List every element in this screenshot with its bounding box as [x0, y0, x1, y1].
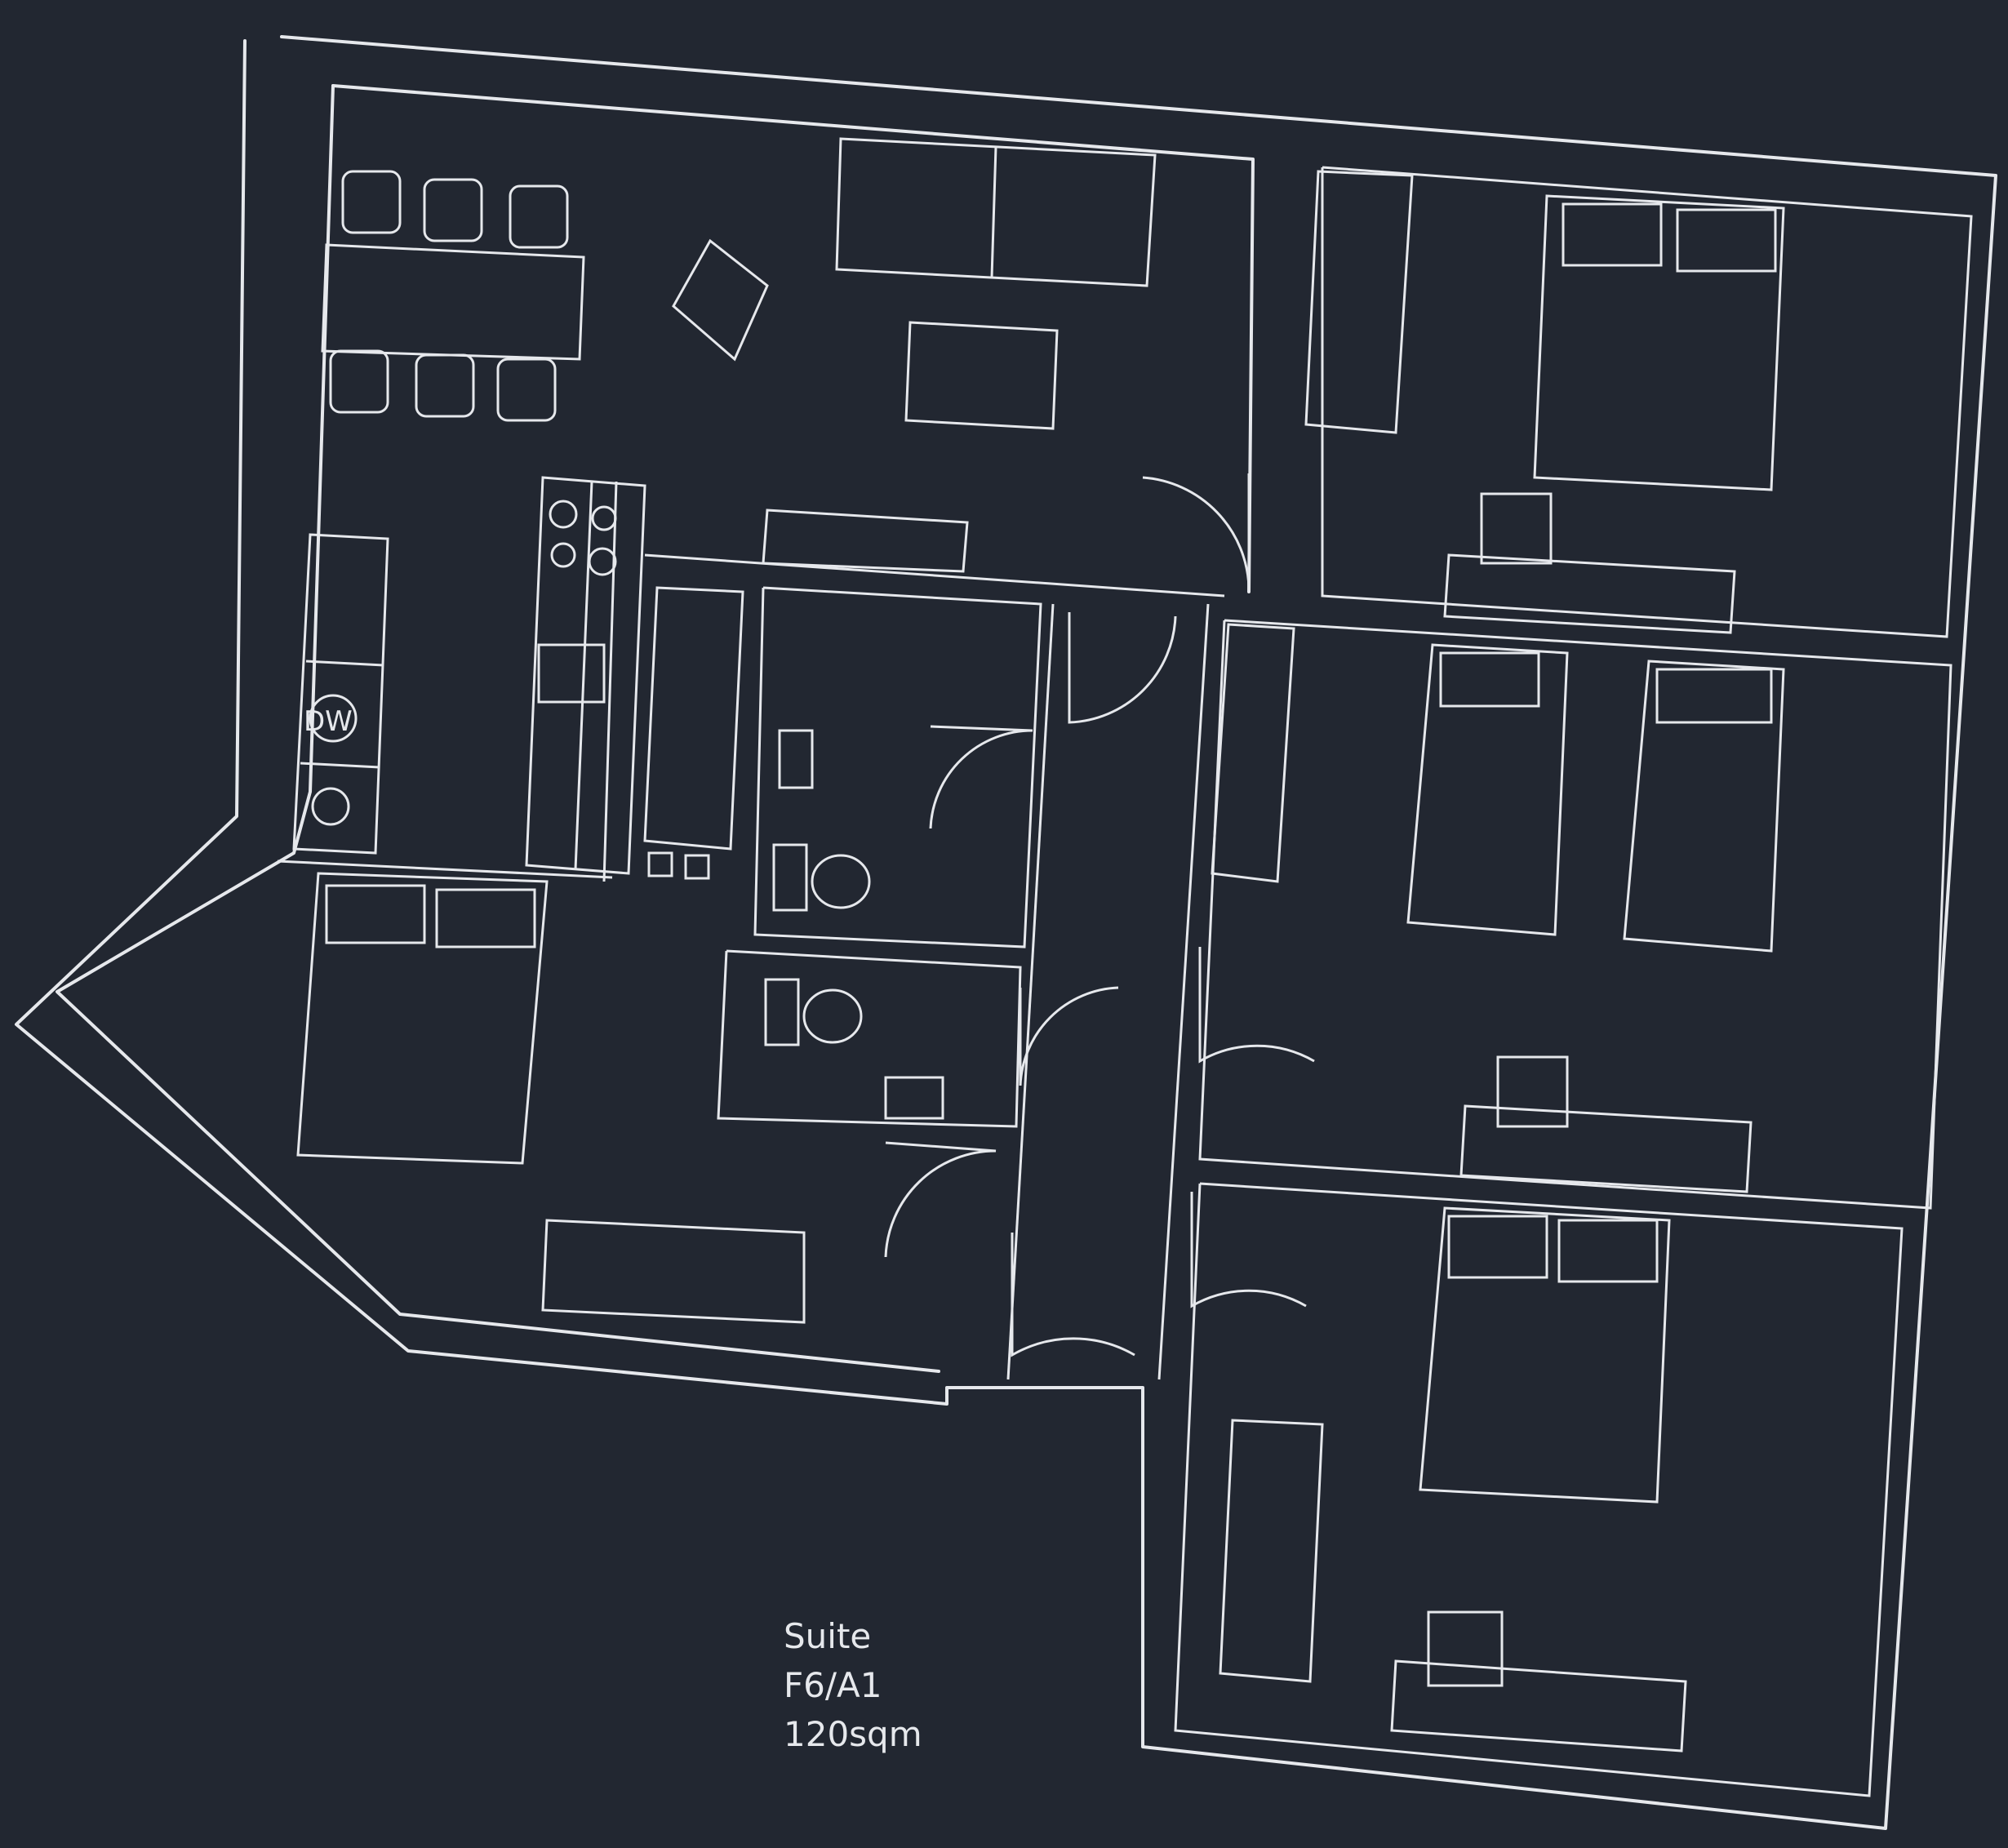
storage [541, 170, 1753, 1752]
doors [884, 473, 1315, 1357]
beds [296, 194, 1785, 1504]
suite-title: Suite [784, 1616, 872, 1656]
interior-walls [277, 166, 1973, 1797]
bathrooms [643, 586, 944, 1120]
suite-area: 120sqm [784, 1714, 922, 1754]
dining-set [321, 170, 585, 422]
suite-unit: F6/A1 [784, 1665, 882, 1705]
suite-label: Suite F6/A1 120sqm [784, 1612, 922, 1759]
living-furniture [672, 137, 1157, 573]
outer-walls [15, 35, 1997, 1830]
kitchen: DW [292, 476, 646, 875]
svg-text:DW: DW [304, 705, 353, 738]
